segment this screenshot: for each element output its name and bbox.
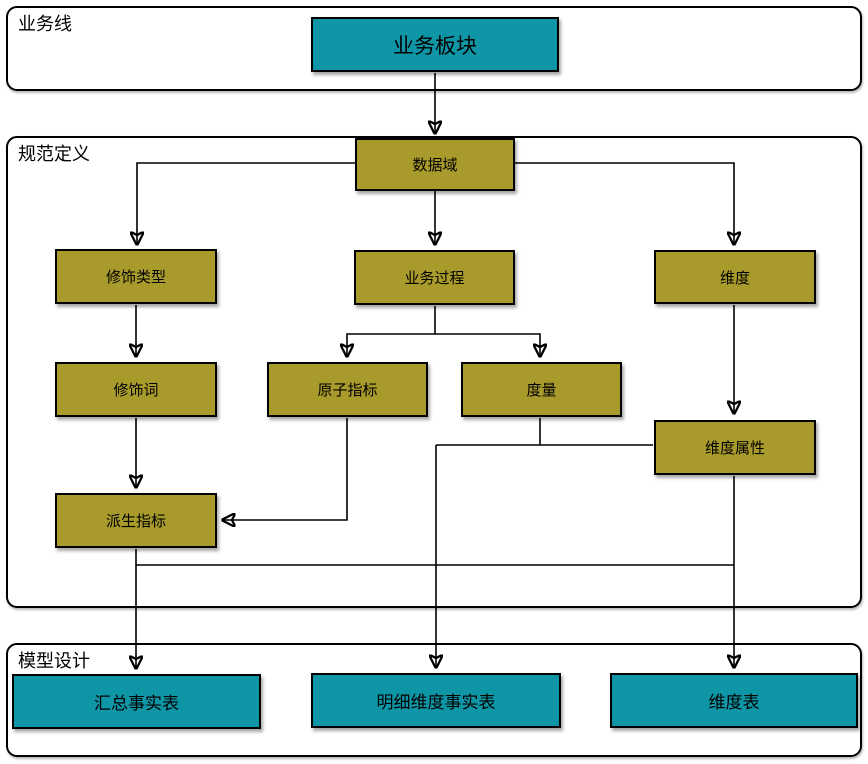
node-modifier-type-label: 修饰类型 [105,269,166,286]
node-modifier-type: 修饰类型 [55,249,217,304]
node-dimension-attribute: 维度属性 [654,420,816,475]
node-atomic-indicator-label: 原子指标 [317,382,378,399]
node-modifier-word: 修饰词 [55,362,217,417]
node-dimension-label: 维度 [719,269,750,287]
node-business-process-label: 业务过程 [404,270,465,287]
node-business-sector: 业务板块 [311,17,559,72]
node-dimension-table-label: 维度表 [708,693,760,712]
node-modifier-word-label: 修饰词 [113,382,159,399]
node-data-domain-label: 数据域 [412,157,458,174]
node-atomic-indicator: 原子指标 [267,362,428,417]
node-dimension-attribute-label: 维度属性 [704,440,765,457]
section-spec-definition: 规范定义 [6,136,862,608]
node-summary-fact-table: 汇总事实表 [12,674,261,729]
node-business-sector-label: 业务板块 [393,34,477,58]
node-measure-label: 度量 [526,382,557,399]
node-derived-indicator: 派生指标 [55,493,217,548]
node-derived-indicator-label: 派生指标 [105,513,166,530]
node-dimension-table: 维度表 [610,673,858,728]
node-detail-dimension-fact-table: 明细维度事实表 [311,673,561,728]
node-detail-dimension-fact-table-label: 明细维度事实表 [376,693,496,712]
section-business-line-label: 业务线 [18,14,72,34]
node-summary-fact-table-label: 汇总事实表 [94,694,179,713]
section-business-line: 业务线 [6,6,862,91]
section-model-design-label: 模型设计 [18,651,90,671]
node-dimension: 维度 [654,250,816,304]
node-measure: 度量 [461,362,622,417]
section-spec-definition-label: 规范定义 [18,144,90,164]
node-data-domain: 数据域 [355,138,515,191]
section-model-design: 模型设计 [6,643,862,757]
node-business-process: 业务过程 [354,250,515,305]
